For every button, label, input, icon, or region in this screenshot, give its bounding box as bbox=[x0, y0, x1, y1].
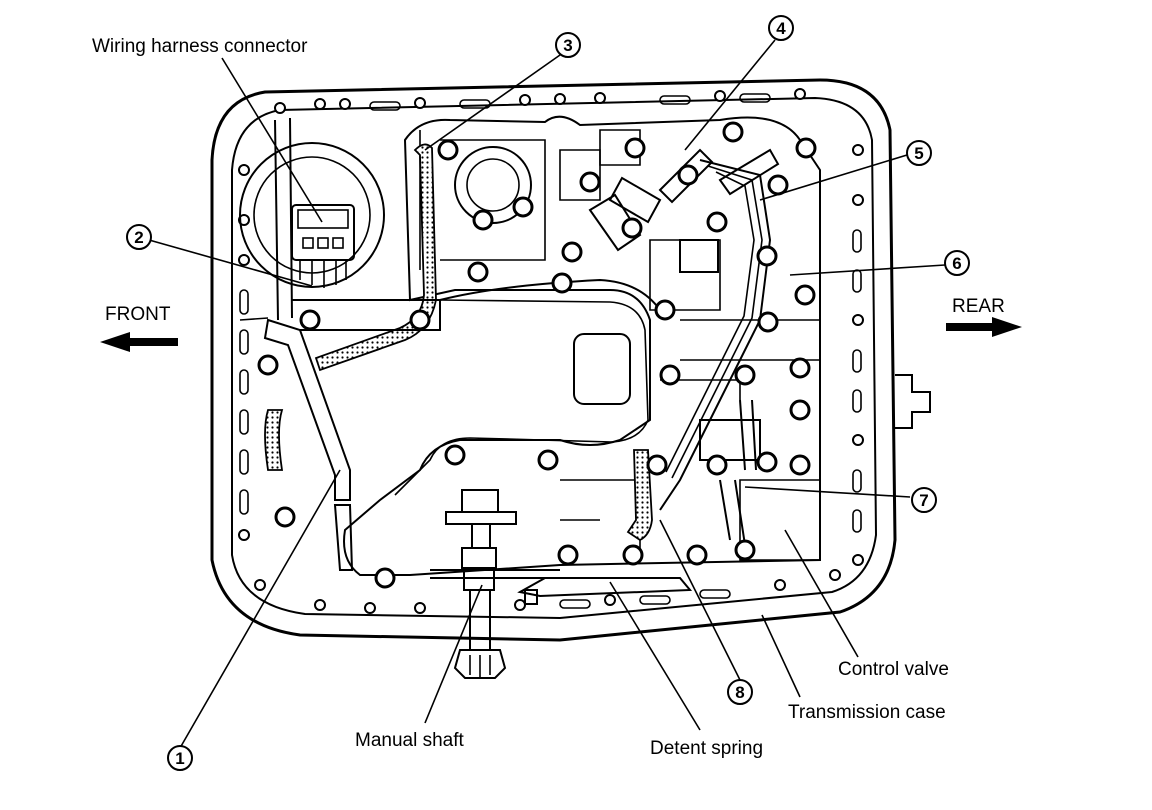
svg-text:3: 3 bbox=[563, 36, 572, 55]
svg-text:5: 5 bbox=[914, 144, 923, 163]
svg-text:6: 6 bbox=[952, 254, 961, 273]
svg-text:4: 4 bbox=[776, 19, 786, 38]
detent-spring-label: Detent spring bbox=[650, 738, 763, 759]
case-slots bbox=[239, 93, 862, 609]
front-label: FRONT bbox=[105, 304, 171, 325]
callout-3: 3 bbox=[555, 32, 581, 58]
bolts bbox=[257, 121, 817, 589]
callout-4: 4 bbox=[768, 15, 794, 41]
solenoid-valves bbox=[588, 148, 780, 546]
callout-2: 2 bbox=[126, 224, 152, 250]
rear-arrow: REAR bbox=[946, 296, 1022, 337]
transmission-case-label: Transmission case bbox=[788, 702, 946, 723]
detent-spring-part bbox=[517, 577, 693, 605]
manual-shaft-label: Manual shaft bbox=[355, 730, 465, 751]
leader-lines bbox=[141, 39, 946, 749]
wiring-harness-connector-label: Wiring harness connector bbox=[92, 36, 308, 57]
wiring-harness-connector bbox=[291, 204, 355, 288]
harness-bracket bbox=[239, 117, 441, 571]
front-arrow: FRONT bbox=[100, 304, 178, 352]
svg-text:8: 8 bbox=[735, 683, 744, 702]
case-holes bbox=[238, 88, 864, 614]
svg-text:7: 7 bbox=[919, 491, 928, 510]
rear-label: REAR bbox=[952, 296, 1005, 317]
harness-tube bbox=[264, 143, 661, 542]
transmission-case bbox=[210, 78, 931, 642]
solenoid-harness bbox=[659, 159, 772, 511]
svg-text:2: 2 bbox=[134, 228, 143, 247]
callout-8: 8 bbox=[727, 679, 753, 705]
svg-text:1: 1 bbox=[175, 749, 184, 768]
control-valve-label: Control valve bbox=[838, 659, 949, 680]
callout-5: 5 bbox=[906, 140, 932, 166]
callout-6: 6 bbox=[944, 250, 970, 276]
manual-shaft-assembly bbox=[430, 489, 560, 679]
callout-7: 7 bbox=[911, 487, 937, 513]
callout-1: 1 bbox=[167, 745, 193, 771]
